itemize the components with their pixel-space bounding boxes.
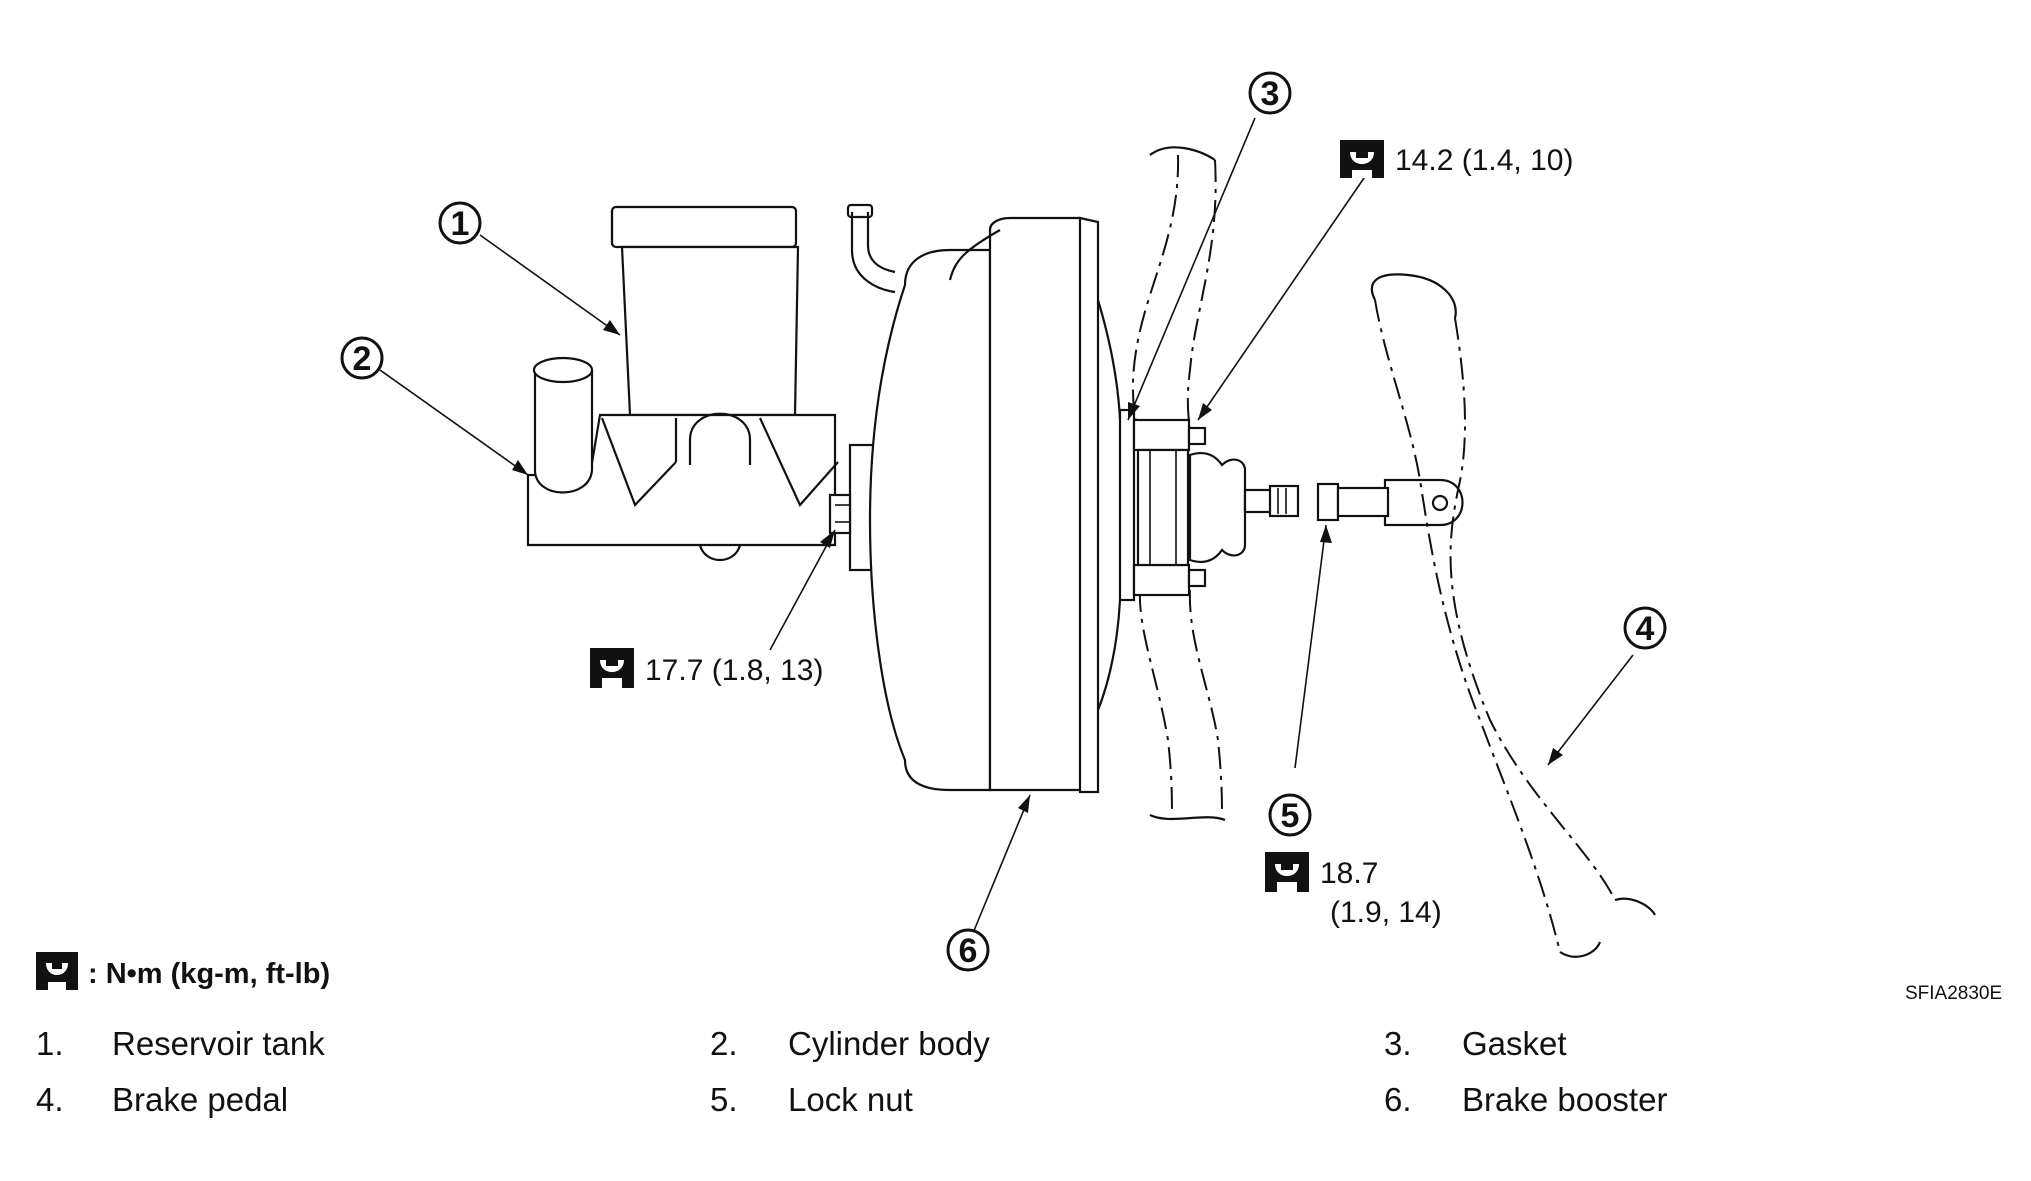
- booster-mounting-hardware: [1132, 418, 1390, 597]
- callout-2: 2: [340, 336, 384, 380]
- torque-value-3-line2: (1.9, 14): [1330, 896, 1442, 929]
- torque-wrench-icon-3: [1265, 852, 1309, 892]
- torque-value-3-line1: 18.7: [1320, 857, 1378, 890]
- part-1-name: Reservoir tank: [112, 1025, 325, 1062]
- torque-unit-legend: : N•m (kg-m, ft-lb): [88, 958, 330, 990]
- torque-wrench-icon-2: [590, 648, 634, 688]
- reservoir-tank-drawing: [610, 203, 896, 417]
- part-3-number: 3.: [1384, 1025, 1412, 1062]
- callout-4-number: 4: [1636, 610, 1655, 648]
- callout-5-number: 5: [1281, 797, 1300, 835]
- part-6-name: Brake booster: [1462, 1081, 1667, 1118]
- torque-wrench-icon-1: [1340, 140, 1384, 178]
- part-6-number: 6.: [1384, 1081, 1412, 1118]
- dash-panel: [1131, 146, 1226, 822]
- callout-1: 1: [438, 201, 482, 245]
- parts-list: 1. Reservoir tank 2. Cylinder body 3. Ga…: [36, 1025, 1667, 1118]
- callout-4: 4: [1623, 606, 1667, 650]
- brake-pedal-drawing: [1370, 273, 1656, 958]
- callout-2-number: 2: [353, 340, 372, 378]
- part-3-name: Gasket: [1462, 1025, 1567, 1062]
- callout-1-number: 1: [451, 205, 470, 243]
- torque-value-2: 17.7 (1.8, 13): [645, 654, 823, 687]
- part-2-name: Cylinder body: [788, 1025, 990, 1062]
- callout-3: 3: [1248, 71, 1292, 115]
- part-5-number: 5.: [710, 1081, 738, 1118]
- callout-5: 5: [1268, 793, 1312, 837]
- part-1-number: 1.: [36, 1025, 64, 1062]
- figure-code: SFIA2830E: [1905, 983, 2002, 1004]
- brake-booster-drawing: [868, 216, 1136, 794]
- torque-legend-icon: [36, 952, 78, 990]
- callout-6-number: 6: [959, 932, 978, 970]
- callout-3-number: 3: [1261, 75, 1280, 113]
- leader-lines: [379, 117, 1634, 934]
- part-4-name: Brake pedal: [112, 1081, 288, 1118]
- part-4-number: 4.: [36, 1081, 64, 1118]
- torque-value-1: 14.2 (1.4, 10): [1395, 144, 1573, 177]
- callout-6: 6: [946, 928, 990, 972]
- part-5-name: Lock nut: [788, 1081, 913, 1118]
- part-2-number: 2.: [710, 1025, 738, 1062]
